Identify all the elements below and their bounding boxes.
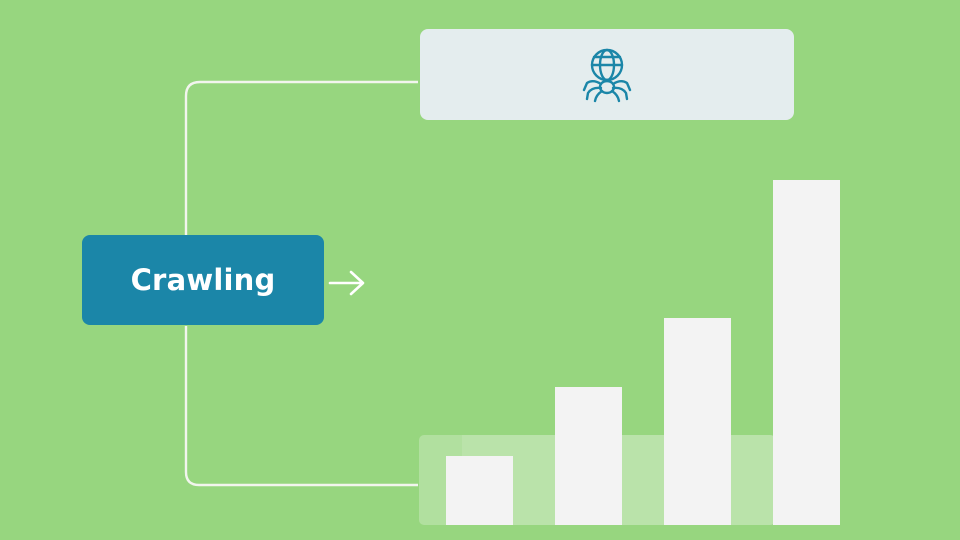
chart-bar — [446, 456, 513, 525]
connector-to-chart — [184, 326, 418, 487]
web-crawler-spider-icon — [582, 48, 632, 102]
chart-bar — [664, 318, 731, 525]
web-node — [420, 29, 794, 120]
crawling-label: Crawling — [130, 263, 276, 297]
connector-to-web-node — [184, 80, 418, 235]
chart-bar — [555, 387, 622, 525]
chart-bar — [773, 180, 840, 525]
arrow-right-icon — [328, 270, 365, 296]
crawling-node: Crawling — [82, 235, 324, 325]
